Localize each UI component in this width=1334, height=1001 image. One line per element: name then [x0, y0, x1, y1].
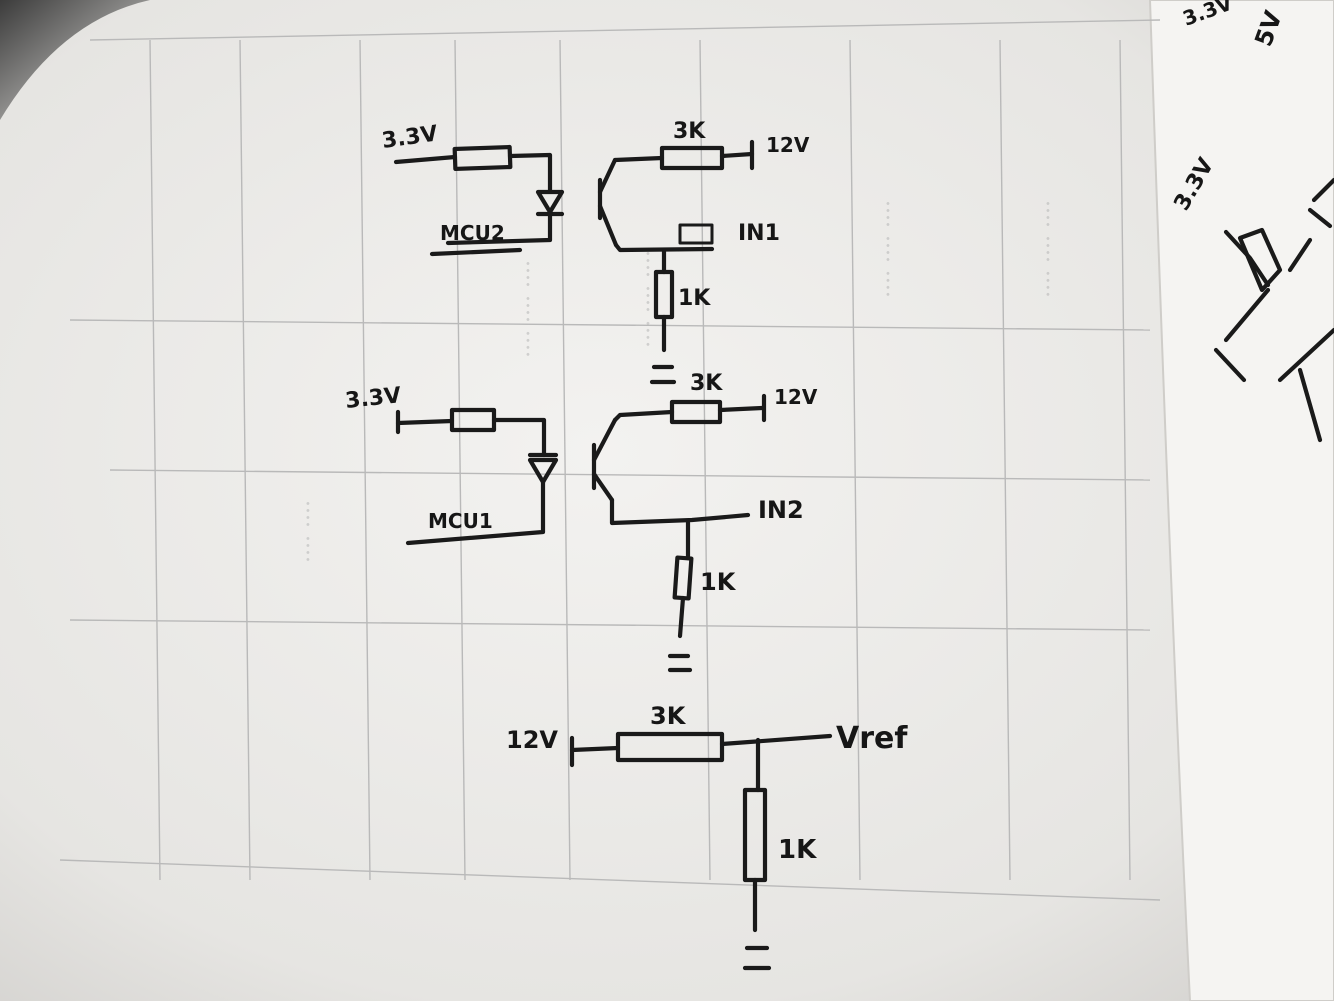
resistor-3k-label: 3K — [690, 371, 723, 396]
resistor-1k-label: 1K — [700, 568, 737, 596]
ground-icon — [649, 364, 677, 385]
resistor-3k-label: 3K — [673, 119, 706, 144]
supply-wire — [569, 745, 621, 753]
output-wire — [719, 733, 833, 747]
top-resistor-3k — [615, 731, 725, 763]
emitter-wire — [609, 497, 751, 526]
resistor-1k-label: 1K — [678, 286, 711, 311]
mcu1-label: MCU1 — [428, 509, 493, 533]
ground-icon — [742, 945, 772, 971]
svg-text:···· ····: ···· ···· — [294, 500, 319, 563]
in1-label: IN1 — [738, 221, 780, 246]
collector-wire — [612, 155, 665, 163]
svg-text:···· ···· ····: ···· ···· ···· — [874, 200, 899, 298]
opto-led-icon — [527, 452, 559, 485]
ground-icon — [667, 653, 693, 673]
wire-to-mcu — [445, 211, 553, 246]
emitter-wire — [613, 242, 715, 253]
supply-12v-label: 12V — [506, 726, 558, 754]
vref-divider: 12V 3K Vref 1K — [506, 702, 908, 971]
mcu2-label: MCU2 — [440, 221, 505, 245]
wire-12v — [717, 405, 765, 413]
circuit-1: 3.3V MCU2 3K 12V IN1 1K — [380, 119, 810, 385]
wire-to-led — [507, 152, 553, 193]
wire-to-led — [491, 417, 547, 458]
circuit-2: 3.3V MCU1 3K 12V IN2 1K — [344, 371, 818, 673]
ground-wire — [677, 595, 686, 639]
supply-wire — [395, 418, 455, 426]
supply-3v3-label: 3.3V — [344, 383, 402, 414]
shadow-corner — [0, 0, 150, 120]
svg-text:···· ···· ····: ···· ···· ···· — [514, 260, 539, 358]
bleed-through-grid: ···· ···· ···· ···· ···· ···· ···· ···· … — [59, 19, 1161, 901]
resistor-1k-label: 1K — [778, 835, 817, 865]
partial-schematic-sketch — [1213, 177, 1334, 443]
vref-label: Vref — [836, 721, 908, 756]
in1-scribble — [678, 223, 714, 245]
phototransistor-icon — [591, 417, 618, 503]
mcu2-underline — [429, 247, 523, 257]
supply-wire — [393, 154, 458, 165]
wire-12v — [719, 151, 755, 159]
collector-wire — [612, 409, 675, 423]
wire-to-mcu — [405, 479, 546, 546]
supply-12v-label: 12V — [766, 133, 810, 157]
in2-label: IN2 — [758, 496, 804, 524]
resistor-3k-label: 3K — [650, 702, 687, 730]
adjacent-page — [1148, 0, 1334, 1001]
svg-text:···· ···· ····: ···· ···· ···· — [1034, 200, 1059, 298]
phototransistor-icon — [597, 157, 619, 248]
supply-12v-label: 12V — [774, 385, 818, 409]
